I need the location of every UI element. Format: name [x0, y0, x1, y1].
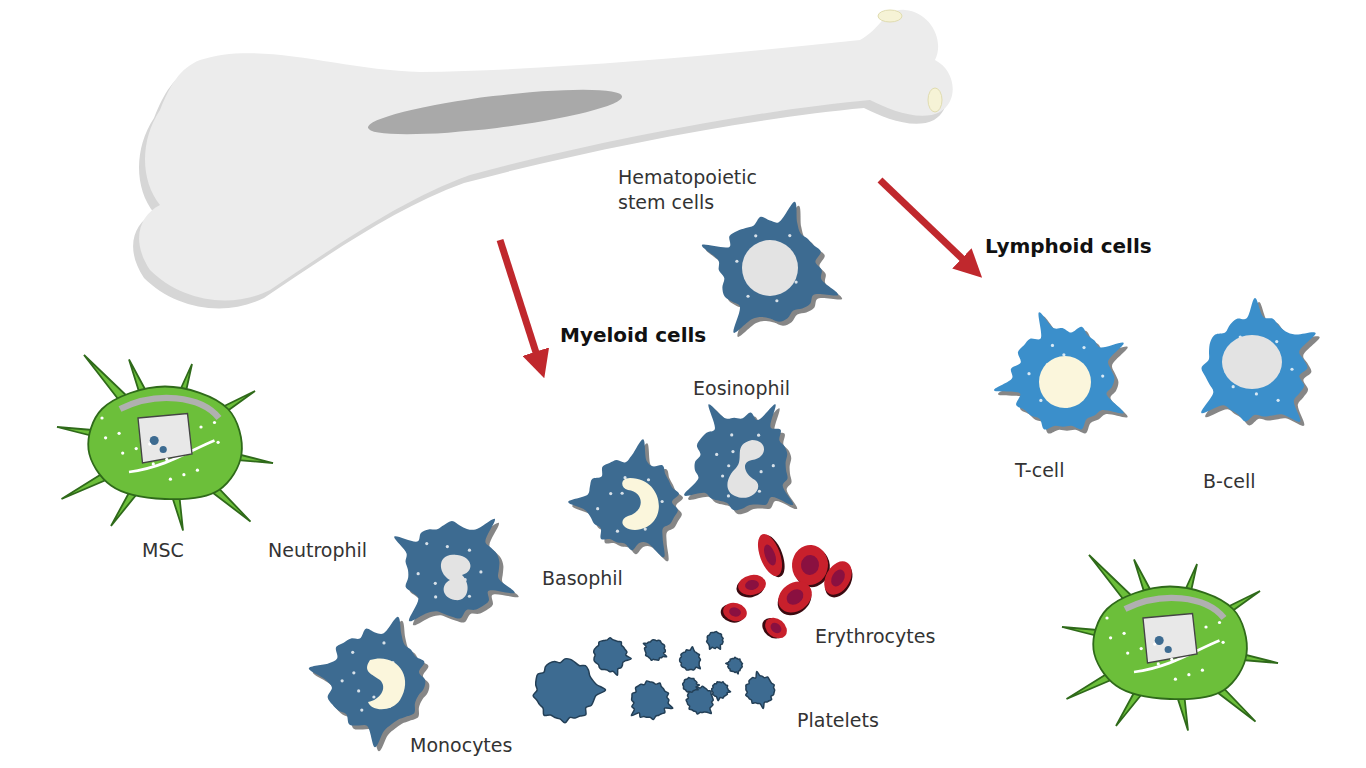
cell-name: Platelets	[797, 708, 879, 733]
cell-label: T-cell	[1015, 458, 1064, 483]
arrow	[500, 240, 540, 365]
cell-name: Erythrocytes	[815, 624, 935, 649]
cell-name: Neutrophil	[268, 538, 367, 563]
cell-name: Monocytes	[410, 733, 512, 758]
lineage-label: Lymphoid cells	[985, 234, 1152, 258]
cell-name: B-cell	[1203, 469, 1256, 494]
cell-label: Neutrophil	[268, 538, 367, 563]
cell-label: Monocytes	[410, 733, 512, 758]
t-cell	[994, 312, 1128, 433]
bone	[133, 10, 953, 309]
arrow	[880, 180, 972, 268]
msc-cell	[1062, 555, 1278, 731]
cell-label: Platelets	[797, 708, 879, 733]
stem-cell	[702, 202, 842, 337]
monocyte	[309, 617, 430, 751]
lineage-label: Myeloid cells	[560, 323, 706, 347]
platelets	[533, 632, 775, 723]
cell-label: Eosinophil	[693, 376, 790, 401]
eosinophil	[684, 404, 797, 514]
cell-label: B-cell	[1203, 469, 1256, 494]
cell-name: Eosinophil	[693, 376, 790, 401]
cell-name: MSC	[142, 538, 184, 563]
basophil	[568, 439, 683, 561]
cell-name: Basophil	[542, 566, 623, 591]
cell-label: Hematopoietic stem cells	[618, 165, 783, 214]
cell-label: MSC	[142, 538, 184, 563]
msc-cell	[57, 355, 273, 531]
b-cell	[1201, 298, 1319, 426]
cell-label: Basophil	[542, 566, 623, 591]
cell-label: Erythrocytes	[815, 624, 935, 649]
cell-name: Hematopoietic stem cells	[618, 165, 783, 214]
neutrophil	[394, 519, 519, 626]
cell-name: T-cell	[1015, 458, 1064, 483]
